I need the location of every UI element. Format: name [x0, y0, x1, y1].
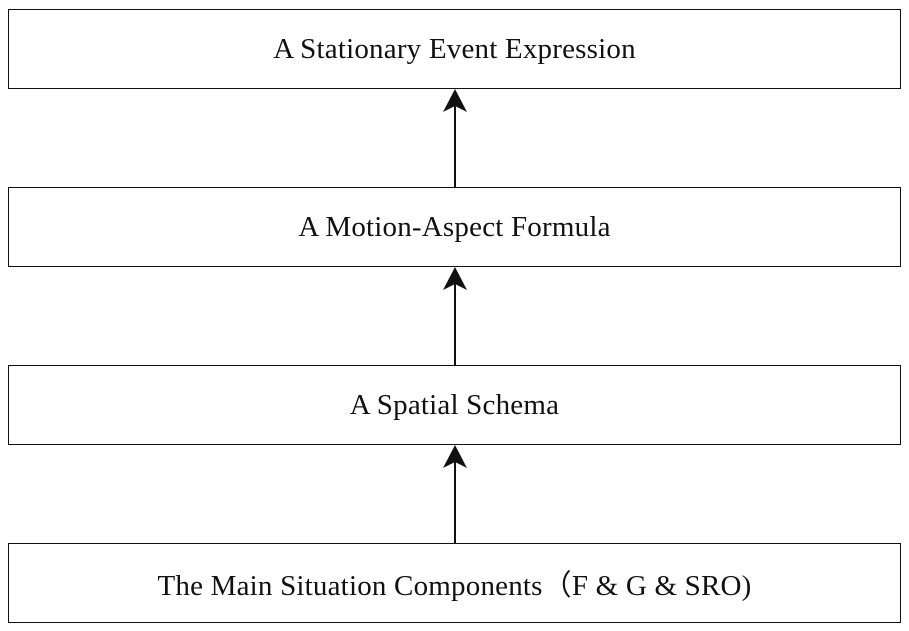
stationary-event-expression-box: A Stationary Event Expression	[8, 9, 901, 89]
arrow-motion-aspect-formula-to-stationary-event-expression	[443, 89, 467, 187]
main-situation-components-box: The Main Situation Components（F & G & SR…	[8, 543, 901, 623]
motion-aspect-formula-box: A Motion-Aspect Formula	[8, 187, 901, 267]
stationary-event-expression-label: A Stationary Event Expression	[273, 32, 636, 65]
arrow-components-to-spatial-schema	[443, 445, 467, 543]
spatial-schema-label: A Spatial Schema	[349, 388, 560, 421]
spatial-schema-box: A Spatial Schema	[8, 365, 901, 445]
motion-aspect-formula-label: A Motion-Aspect Formula	[298, 210, 611, 243]
main-situation-components-label: The Main Situation Components（F & G & SR…	[157, 570, 752, 602]
arrow-spatial-schema-to-motion-aspect-formula	[443, 267, 467, 365]
